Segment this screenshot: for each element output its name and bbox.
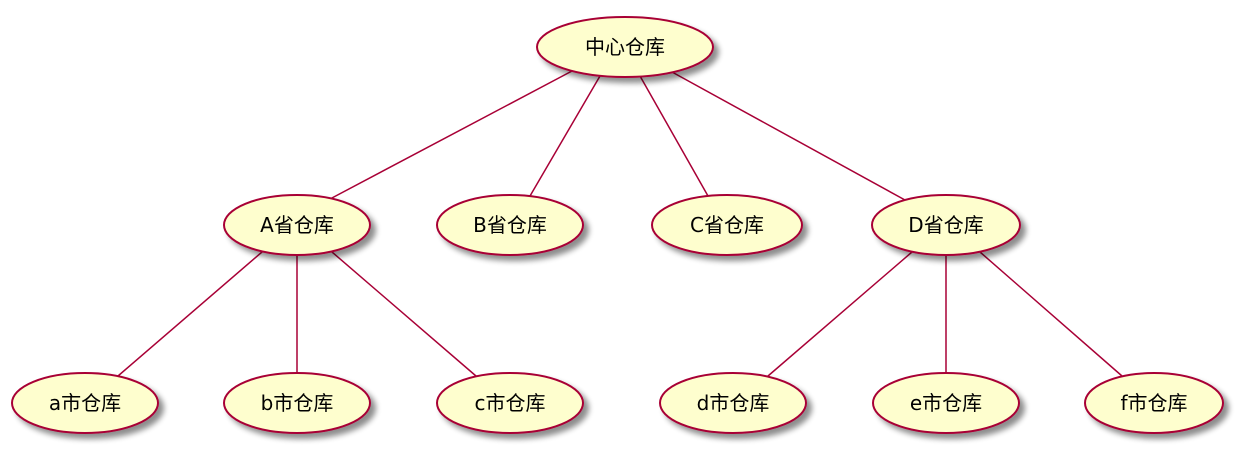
node-label: A省仓库 — [260, 213, 334, 237]
node-ellipse — [436, 372, 584, 434]
node-label: B省仓库 — [473, 213, 547, 237]
node-c[interactable]: c市仓库 — [436, 372, 584, 434]
edge-D-f — [979, 251, 1123, 377]
node-label: 中心仓库 — [585, 35, 665, 59]
node-root[interactable]: 中心仓库 — [536, 16, 714, 78]
node-e[interactable]: e市仓库 — [872, 372, 1020, 434]
node-ellipse — [872, 372, 1020, 434]
node-a[interactable]: a市仓库 — [11, 372, 159, 434]
node-ellipse — [1084, 372, 1224, 434]
node-label: a市仓库 — [49, 391, 121, 415]
node-b[interactable]: b市仓库 — [223, 372, 371, 434]
edge-A-a — [117, 251, 263, 377]
edges-layer — [117, 70, 1123, 377]
edge-root-D — [671, 71, 906, 201]
node-label: c市仓库 — [475, 391, 546, 415]
nodes-layer: 中心仓库 A省仓库 B省仓库 C省仓库 D省仓库 a市仓库 b市仓库 c市仓库 d市仓库 e市仓库… — [11, 16, 1224, 434]
node-ellipse — [223, 372, 371, 434]
edge-root-A — [329, 70, 573, 200]
edge-root-B — [529, 75, 601, 197]
node-ellipse — [871, 194, 1021, 256]
node-C[interactable]: C省仓库 — [651, 194, 803, 256]
node-ellipse — [436, 194, 584, 256]
node-f[interactable]: f市仓库 — [1084, 372, 1224, 434]
node-label: D省仓库 — [908, 213, 983, 237]
edge-A-c — [331, 251, 477, 377]
node-label: f市仓库 — [1120, 391, 1187, 415]
node-label: e市仓库 — [910, 391, 982, 415]
node-ellipse — [536, 16, 714, 78]
node-d[interactable]: d市仓库 — [659, 372, 807, 434]
node-label: d市仓库 — [697, 391, 770, 415]
edge-D-d — [767, 251, 913, 377]
edge-root-C — [639, 75, 709, 197]
node-ellipse — [659, 372, 807, 434]
node-D[interactable]: D省仓库 — [871, 194, 1021, 256]
node-ellipse — [11, 372, 159, 434]
node-ellipse — [223, 194, 371, 256]
node-label: b市仓库 — [261, 391, 334, 415]
node-label: C省仓库 — [690, 213, 764, 237]
node-A[interactable]: A省仓库 — [223, 194, 371, 256]
node-ellipse — [651, 194, 803, 256]
node-B[interactable]: B省仓库 — [436, 194, 584, 256]
